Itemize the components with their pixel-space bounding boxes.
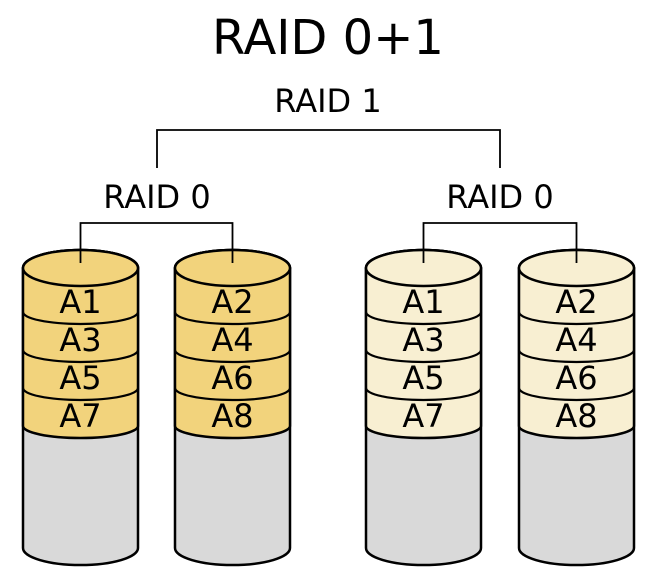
disk-block-label: A7: [59, 397, 102, 435]
platter-separator: [173, 311, 292, 326]
platter-separator: [364, 311, 483, 326]
disk-block-label: A4: [211, 321, 254, 359]
disk-block-label: A1: [59, 283, 102, 321]
disk-block-label: A2: [555, 283, 598, 321]
platter-separator: [517, 349, 636, 364]
raid0-right-label: RAID 0: [446, 178, 554, 216]
raid0-left-label: RAID 0: [103, 178, 211, 216]
raid1-label: RAID 1: [274, 82, 382, 120]
raid0-bracket-right: [422, 222, 578, 263]
platter-separator: [21, 311, 140, 326]
platter-separator: [21, 387, 140, 402]
platter-separator: [173, 349, 292, 364]
platter-separator: [173, 387, 292, 402]
disk-block-label: A5: [402, 359, 445, 397]
disk-block-label: A3: [59, 321, 102, 359]
disk-block-label: A8: [555, 397, 598, 435]
platter-separator: [21, 349, 140, 364]
platter-separator: [517, 387, 636, 402]
disk-block-label: A6: [555, 359, 598, 397]
disk-cylinder-3: [364, 248, 483, 567]
disk-block-label: A1: [402, 283, 445, 321]
disk-block-label: A2: [211, 283, 254, 321]
diagram-title: RAID 0+1: [212, 10, 444, 66]
platter-separator: [364, 349, 483, 364]
raid1-bracket: [156, 129, 501, 168]
disk-block-label: A6: [211, 359, 254, 397]
disk-block-label: A4: [555, 321, 598, 359]
platter-separator: [364, 387, 483, 402]
disk-cylinder-4: [517, 248, 636, 567]
disk-block-label: A7: [402, 397, 445, 435]
disk-block-label: A3: [402, 321, 445, 359]
disk-block-label: A8: [211, 397, 254, 435]
disk-block-label: A5: [59, 359, 102, 397]
disk-cylinder-2: [173, 248, 292, 567]
disk-cylinder-1: [21, 248, 140, 567]
raid0-bracket-left: [79, 222, 234, 263]
platter-separator: [517, 311, 636, 326]
